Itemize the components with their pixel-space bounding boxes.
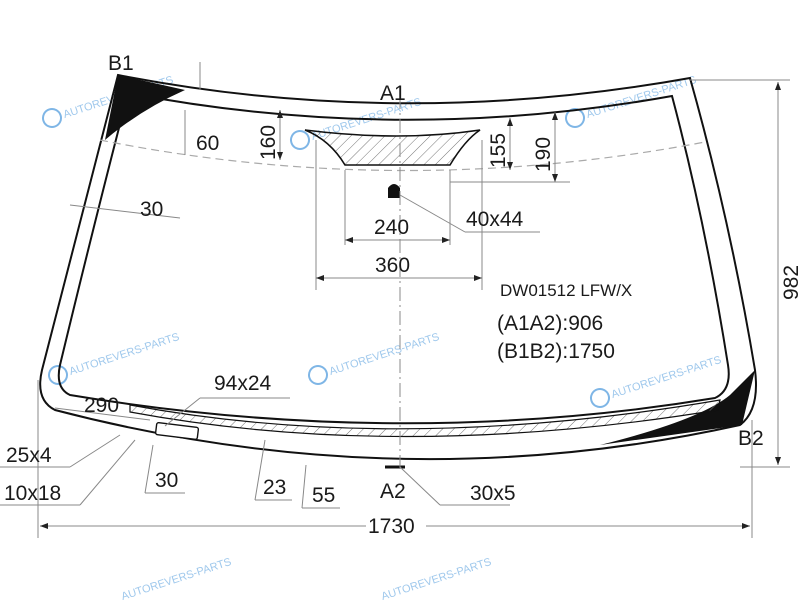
- dim-360: 360: [375, 254, 410, 277]
- dim-width: 1730: [368, 515, 415, 538]
- sensor-icon: [388, 184, 400, 198]
- watermark-text: AUTOREVERS-PARTS: [120, 556, 233, 600]
- watermark-text: AUTOREVERS-PARTS: [328, 331, 441, 378]
- point-a2-label: A2: [380, 480, 406, 503]
- dim-25x4: 25x4: [6, 444, 52, 467]
- dim-vin: 94x24: [214, 372, 272, 395]
- dim-23: 23: [263, 476, 286, 499]
- watermark-text: AUTOREVERS-PARTS: [585, 74, 698, 121]
- point-b2-label: B2: [738, 427, 764, 450]
- dim-height: 982: [780, 265, 800, 300]
- width-label-background: [366, 514, 426, 536]
- watermark-text: AUTOREVERS-PARTS: [68, 331, 181, 378]
- dim-160: 160: [257, 125, 280, 160]
- watermark-text: AUTOREVERS-PARTS: [380, 556, 493, 600]
- dim-sensor: 40x44: [466, 208, 524, 231]
- measure-b1b2: (B1B2):1750: [497, 340, 615, 363]
- part-number: DW01512 LFW/X: [500, 281, 632, 300]
- bottom-band: [129, 399, 721, 438]
- black-corner-b1: [105, 75, 185, 140]
- black-corner-b2: [600, 370, 755, 445]
- dim-30x5: 30x5: [470, 482, 516, 505]
- dim-30-side: 30: [140, 198, 163, 221]
- dim-55: 55: [312, 484, 335, 507]
- dim-290: 290: [84, 394, 119, 417]
- dim-60: 60: [196, 132, 219, 155]
- dim-155: 155: [487, 133, 510, 168]
- point-a1-label: A1: [380, 82, 406, 105]
- watermark-text: AUTOREVERS-PARTS: [610, 354, 723, 401]
- dashed-line: [99, 139, 706, 172]
- glass-inner-edge: [57, 91, 730, 425]
- dim-10x18: 10x18: [4, 482, 61, 505]
- measure-a1a2: (A1A2):906: [497, 312, 603, 335]
- vin-window: [154, 422, 200, 440]
- point-b1-label: B1: [108, 52, 134, 75]
- dim-30-bottom: 30: [155, 469, 178, 492]
- dim-190: 190: [532, 137, 555, 172]
- dim-240: 240: [374, 216, 409, 239]
- sensor-area: [304, 129, 481, 166]
